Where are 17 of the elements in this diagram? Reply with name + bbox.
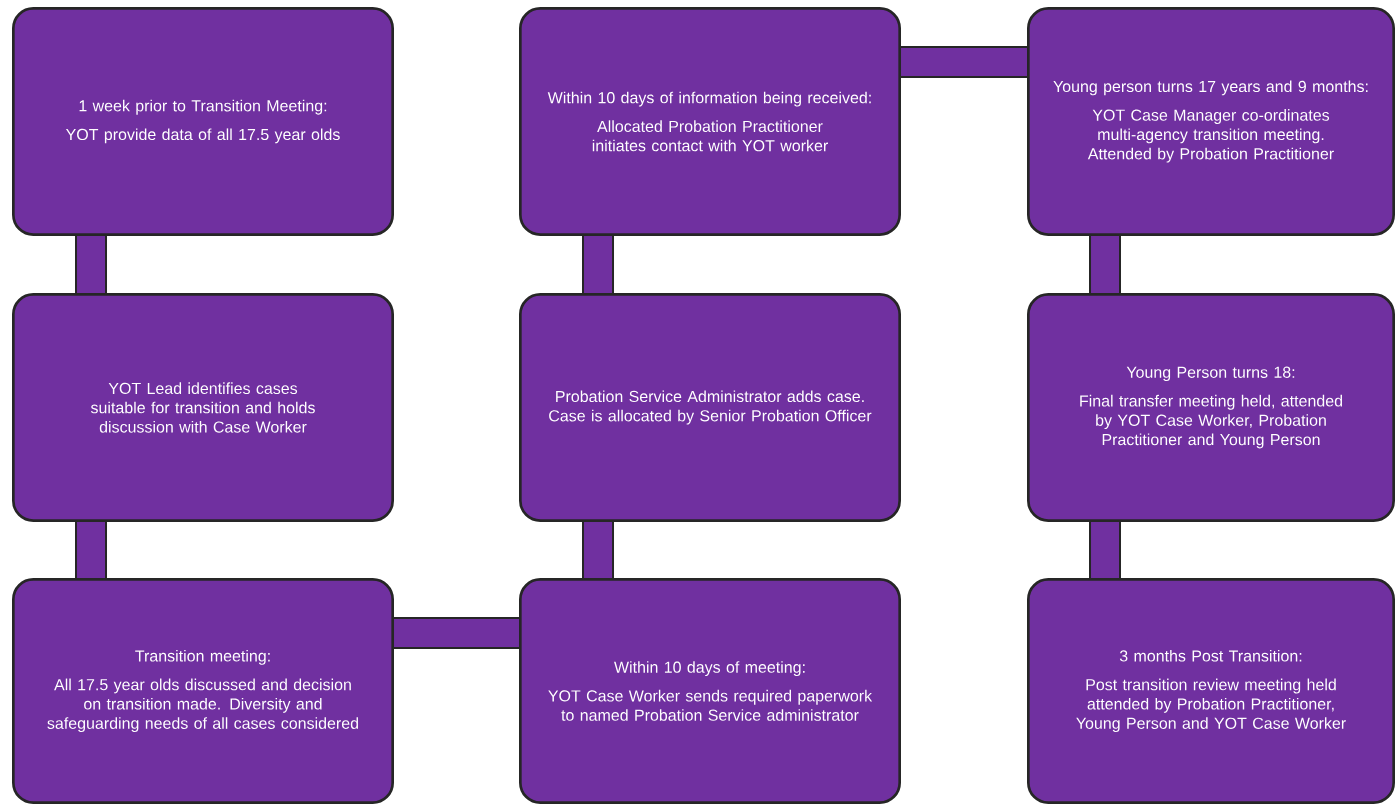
- process-box: Young Person turns 18: Final transfer meeting held, attended by YOT Case Worker, Probation Practitioner and Young Person: [1027, 293, 1395, 522]
- process-box: 1 week prior to Transition Meeting: YOT provide data of all 17.5 year olds: [12, 7, 394, 236]
- connector-bar: [1089, 522, 1121, 578]
- connector-bar: [901, 46, 1027, 78]
- process-box: Probation Service Administrator adds case. Case is allocated by Senior Probation Officer: [519, 293, 901, 522]
- connector-bar: [394, 617, 519, 649]
- connector-bar: [75, 522, 107, 578]
- process-box: Young person turns 17 years and 9 months: YOT Case Manager co-ordinates multi-agency transition meeting. Attended by Probation Practitioner: [1027, 7, 1395, 236]
- process-box: Within 10 days of meeting: YOT Case Worker sends required paperwork to named Probation Service administrator: [519, 578, 901, 804]
- process-box: Transition meeting: All 17.5 year olds discussed and decision on transition made. Diversity and safeguarding needs of all cases considered: [12, 578, 394, 804]
- connector-bar: [582, 236, 614, 293]
- connector-bar: [75, 236, 107, 293]
- process-box: Within 10 days of information being received: Allocated Probation Practitioner initiates contact with YOT worker: [519, 7, 901, 236]
- process-box: YOT Lead identifies cases suitable for transition and holds discussion with Case Worker: [12, 293, 394, 522]
- connector-bar: [1089, 236, 1121, 293]
- connector-bar: [582, 522, 614, 578]
- process-box: 3 months Post Transition: Post transition review meeting held attended by Probation Practitioner, Young Person and YOT Case Worker: [1027, 578, 1395, 804]
